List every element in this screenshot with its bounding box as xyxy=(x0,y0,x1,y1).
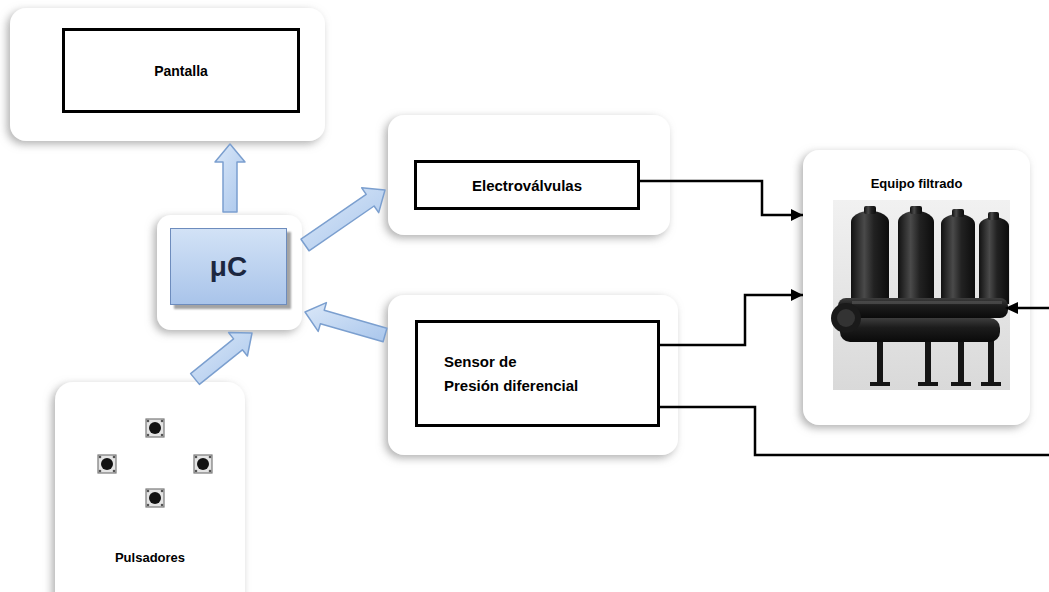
button-symbol xyxy=(194,455,212,473)
panel xyxy=(157,215,302,330)
button-symbol xyxy=(146,489,164,507)
node-label: Sensor de Presión diferencial xyxy=(415,320,660,427)
connector-line xyxy=(670,181,803,221)
node-label: Pulsadores xyxy=(55,547,245,567)
node-label: μC xyxy=(170,228,287,305)
block-arrow xyxy=(215,144,245,212)
buttons-box: Pulsadores xyxy=(55,382,245,592)
wires xyxy=(640,181,1049,455)
arrow-head xyxy=(791,289,803,301)
arrow-head xyxy=(791,209,803,221)
filter-unit-box: Equipo filtrado xyxy=(803,150,1030,425)
panels xyxy=(10,8,1030,592)
block-arrow xyxy=(191,333,252,385)
panel xyxy=(803,150,1030,425)
wire xyxy=(1016,307,1049,310)
node-label: Electroválvulas xyxy=(414,160,640,210)
connector-path xyxy=(670,181,803,215)
wire xyxy=(660,407,1049,455)
filter-illustration xyxy=(831,200,1010,390)
block-arrow-shape xyxy=(301,188,385,251)
panel xyxy=(388,115,670,235)
valve-box: Electroválvulas xyxy=(388,115,670,235)
display-box: Pantalla xyxy=(10,8,325,141)
push-buttons xyxy=(98,419,212,507)
button-symbol xyxy=(98,455,116,473)
arrow-head xyxy=(1005,302,1018,314)
microcontroller-box: μC xyxy=(157,215,302,330)
connector-line xyxy=(678,289,803,345)
node-label: Pantalla xyxy=(62,28,300,113)
wire xyxy=(640,180,670,183)
panel xyxy=(388,295,678,455)
block-arrow-shape xyxy=(305,303,387,342)
node-label: Equipo filtrado xyxy=(803,174,1030,192)
block-arrow-shape xyxy=(191,333,252,385)
block-arrow xyxy=(301,188,385,251)
photo-ground xyxy=(833,200,1010,390)
button-symbol xyxy=(146,419,164,437)
connector-path xyxy=(678,295,803,345)
wire xyxy=(660,344,678,347)
panel xyxy=(55,382,245,592)
panel xyxy=(10,8,325,141)
block-arrow xyxy=(305,303,387,342)
sensor-box: Sensor de Presión diferencial xyxy=(388,295,678,455)
block-arrow-shape xyxy=(215,144,245,212)
